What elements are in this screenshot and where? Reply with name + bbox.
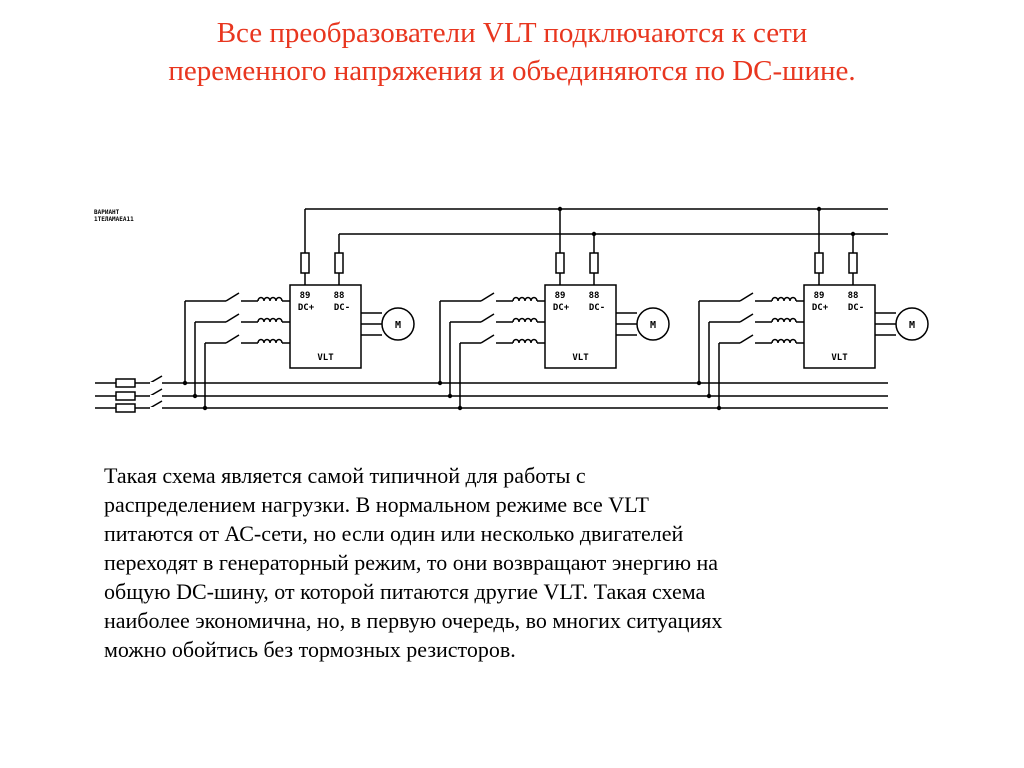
phase-choke-2-winding xyxy=(257,317,283,323)
phase-choke-3-winding xyxy=(771,338,797,344)
body-line-3: питаются от АС-сети, но если один или не… xyxy=(104,521,684,546)
title-line-2: переменного напряжения и объединяются по… xyxy=(168,55,856,87)
terminal-right-label: 88 xyxy=(334,291,345,301)
body-line-7: можно обойтись без тормозных резисторов. xyxy=(104,637,516,662)
dc-plus-fuse xyxy=(555,252,565,274)
phase-choke-1 xyxy=(771,296,797,302)
phase-junction-3 xyxy=(457,405,463,411)
dc-minus-label: DC- xyxy=(589,303,605,313)
phase-choke-3 xyxy=(257,338,283,344)
dc-plus-label: DC+ xyxy=(553,303,570,313)
phase-switch-3 xyxy=(739,334,754,344)
phase-junction-1 xyxy=(437,380,443,386)
phase-switch-3 xyxy=(480,334,495,344)
dc-minus-fuse xyxy=(848,252,858,274)
main-switch-gap-1 xyxy=(150,382,162,384)
main-switch-2 xyxy=(149,388,163,397)
dc-minus-label: DC- xyxy=(848,303,864,313)
phase-choke-1-winding xyxy=(512,296,538,302)
dc-plus-junction xyxy=(816,206,822,212)
phase-junction-3 xyxy=(716,405,722,411)
phase-junction-1 xyxy=(696,380,702,386)
vlt-name-label: VLT xyxy=(317,353,334,363)
phase-junction-2 xyxy=(706,393,712,399)
main-switch-gap-3 xyxy=(150,407,162,409)
body-line-5: общую DC-шину, от которой питаются други… xyxy=(104,579,706,604)
vlt-name-label: VLT xyxy=(572,353,589,363)
phase-choke-1 xyxy=(257,296,283,302)
body-line-4: переходят в генераторный режим, то они в… xyxy=(104,550,719,575)
slide-title: Все преобразователи VLT подключаются к с… xyxy=(60,14,964,90)
phase-choke-2 xyxy=(512,317,538,323)
body-paragraph: Такая схема является самой типичной для … xyxy=(104,461,924,664)
motor-label: M xyxy=(650,320,656,331)
phase-switch-3 xyxy=(225,334,240,344)
vlt-box xyxy=(544,284,617,369)
dc-plus-fuse xyxy=(300,252,310,274)
dc-minus-label: DC- xyxy=(334,303,350,313)
motor-circle xyxy=(381,307,415,341)
terminal-right-label: 88 xyxy=(589,291,600,301)
phase-choke-2-winding xyxy=(771,317,797,323)
vlt-box xyxy=(803,284,876,369)
phase-choke-3-winding xyxy=(512,338,538,344)
phase-choke-3 xyxy=(771,338,797,344)
body-line-6: наиболее экономична, но, в первую очеред… xyxy=(104,608,723,633)
motor-label: M xyxy=(909,320,915,331)
phase-choke-1-winding xyxy=(771,296,797,302)
dc-plus-junction xyxy=(557,206,563,212)
dc-plus-label: DC+ xyxy=(298,303,315,313)
phase-switch-2 xyxy=(480,313,495,323)
corner-label-line-1: ВАРИАНТ xyxy=(94,209,120,216)
phase-choke-1 xyxy=(512,296,538,302)
dc-plus-label: DC+ xyxy=(812,303,829,313)
dc-plus-fuse xyxy=(814,252,824,274)
dc-minus-junction xyxy=(850,231,856,237)
terminal-left-label: 89 xyxy=(555,291,566,301)
phase-junction-2 xyxy=(192,393,198,399)
phase-junction-2 xyxy=(447,393,453,399)
phase-switch-2 xyxy=(739,313,754,323)
phase-switch-1 xyxy=(480,292,495,302)
dc-minus-fuse xyxy=(334,252,344,274)
phase-choke-3-winding xyxy=(257,338,283,344)
body-line-2: распределением нагрузки. В нормальном ре… xyxy=(104,492,649,517)
terminal-right-label: 88 xyxy=(848,291,859,301)
main-switch-3 xyxy=(149,400,163,409)
terminal-left-label: 89 xyxy=(300,291,311,301)
main-fuse-2 xyxy=(115,391,136,401)
phase-switch-2 xyxy=(225,313,240,323)
motor-circle xyxy=(636,307,670,341)
terminal-left-label: 89 xyxy=(814,291,825,301)
motor-label: M xyxy=(395,320,401,331)
main-fuse-1 xyxy=(115,378,136,388)
corner-label-line-2: 1ТЕЛАМАЕА11 xyxy=(94,216,134,223)
dc-minus-fuse xyxy=(589,252,599,274)
phase-choke-2 xyxy=(257,317,283,323)
body-line-1: Такая схема является самой типичной для … xyxy=(104,463,586,488)
phase-switch-1 xyxy=(739,292,754,302)
phase-junction-1 xyxy=(182,380,188,386)
main-switch-1 xyxy=(149,375,163,384)
motor-circle xyxy=(895,307,929,341)
diagram-static-lines xyxy=(95,208,888,413)
dc-minus-junction xyxy=(591,231,597,237)
vlt-box xyxy=(289,284,362,369)
phase-choke-2-winding xyxy=(512,317,538,323)
main-switch-gap-2 xyxy=(150,395,162,397)
title-line-1: Все преобразователи VLT подключаются к с… xyxy=(216,17,808,49)
phase-choke-1-winding xyxy=(257,296,283,302)
phase-choke-3 xyxy=(512,338,538,344)
phase-choke-2 xyxy=(771,317,797,323)
phase-switch-1 xyxy=(225,292,240,302)
vlt-name-label: VLT xyxy=(831,353,848,363)
main-fuse-3 xyxy=(115,403,136,413)
phase-junction-3 xyxy=(202,405,208,411)
